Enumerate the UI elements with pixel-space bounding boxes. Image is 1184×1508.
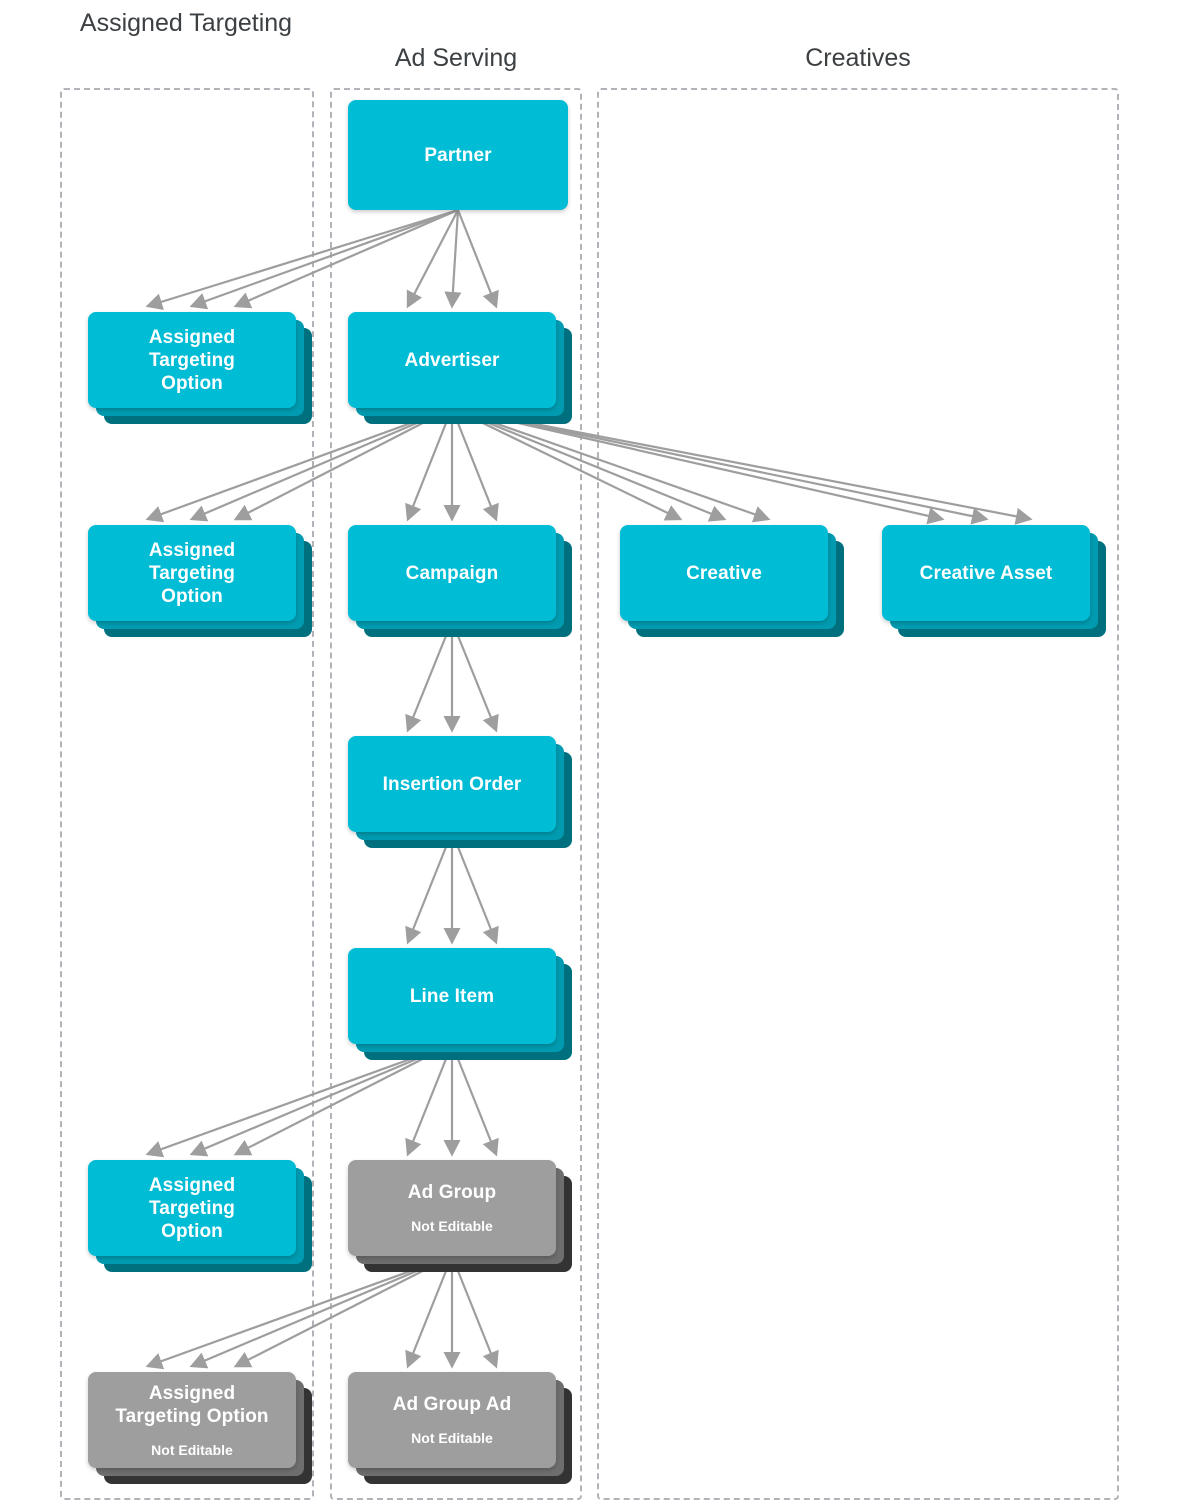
node-face: Creative xyxy=(620,525,828,621)
node-face: Assigned Targeting Option Not Editable xyxy=(88,1372,296,1468)
node-assigned-targeting-option-ad-group[interactable]: Assigned Targeting Option Not Editable xyxy=(88,1372,312,1484)
node-assigned-targeting-option-line-item[interactable]: Assigned Targeting Option xyxy=(88,1160,312,1272)
node-face: Assigned Targeting Option xyxy=(88,525,296,621)
swimlane-ad-serving xyxy=(330,88,582,1500)
node-title: Assigned Targeting Option xyxy=(148,1174,236,1242)
node-title: Insertion Order xyxy=(382,773,522,795)
node-face: Advertiser xyxy=(348,312,556,408)
node-title: Creative Asset xyxy=(919,562,1053,584)
swimlane-creatives xyxy=(597,88,1119,1500)
node-title: Assigned Targeting Option xyxy=(148,326,236,394)
node-partner-face: Partner xyxy=(348,100,568,210)
swimlane-assigned-targeting xyxy=(60,88,314,1500)
node-partner[interactable]: Partner xyxy=(348,100,568,210)
node-line-item[interactable]: Line Item xyxy=(348,948,572,1060)
node-title: Creative xyxy=(686,562,762,584)
node-title: Ad Group xyxy=(407,1182,497,1203)
node-face: Creative Asset xyxy=(882,525,1090,621)
node-ad-group-ad[interactable]: Ad Group Ad Not Editable xyxy=(348,1372,572,1484)
node-title: Campaign xyxy=(405,562,499,584)
node-face: Assigned Targeting Option xyxy=(88,312,296,408)
node-not-editable-label: Not Editable xyxy=(411,1430,493,1446)
node-face: Assigned Targeting Option xyxy=(88,1160,296,1256)
column-header-assigned-targeting: Assigned Targeting xyxy=(79,9,293,37)
node-title: Ad Group Ad xyxy=(392,1394,512,1415)
node-face: Ad Group Ad Not Editable xyxy=(348,1372,556,1468)
node-face: Ad Group Not Editable xyxy=(348,1160,556,1256)
node-face: Insertion Order xyxy=(348,736,556,832)
node-title: Line Item xyxy=(409,985,495,1007)
node-assigned-targeting-option-partner[interactable]: Assigned Targeting Option xyxy=(88,312,312,424)
node-not-editable-label: Not Editable xyxy=(411,1218,493,1234)
node-title: Assigned Targeting Option xyxy=(148,539,236,607)
node-creative[interactable]: Creative xyxy=(620,525,844,637)
column-header-creatives: Creatives xyxy=(805,44,911,72)
node-advertiser[interactable]: Advertiser xyxy=(348,312,572,424)
node-assigned-targeting-option-advertiser[interactable]: Assigned Targeting Option xyxy=(88,525,312,637)
node-ad-group[interactable]: Ad Group Not Editable xyxy=(348,1160,572,1272)
node-face: Campaign xyxy=(348,525,556,621)
node-campaign[interactable]: Campaign xyxy=(348,525,572,637)
node-title: Partner xyxy=(424,144,492,166)
node-insertion-order[interactable]: Insertion Order xyxy=(348,736,572,848)
node-creative-asset[interactable]: Creative Asset xyxy=(882,525,1106,637)
node-not-editable-label: Not Editable xyxy=(151,1441,233,1458)
node-title: Advertiser xyxy=(404,349,500,371)
node-face: Line Item xyxy=(348,948,556,1044)
column-header-ad-serving: Ad Serving xyxy=(394,44,518,72)
node-title: Assigned Targeting Option xyxy=(115,1382,269,1427)
